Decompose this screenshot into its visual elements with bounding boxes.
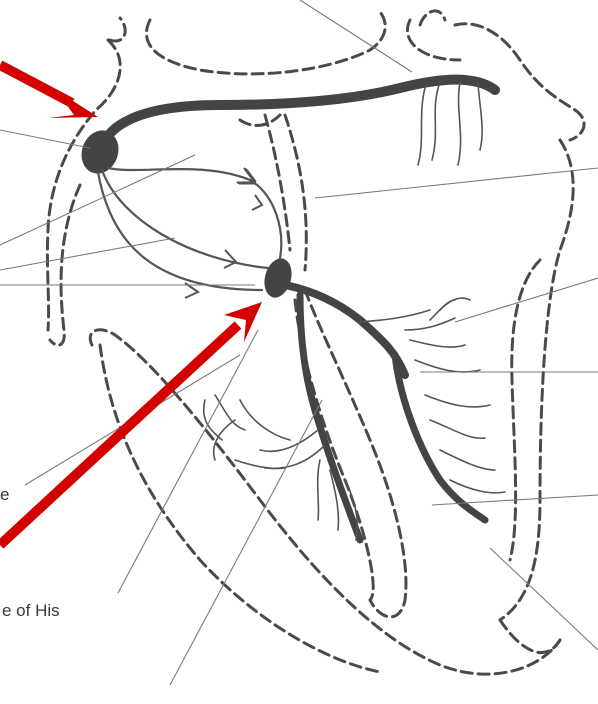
bundle-of-his-label: e of His — [2, 601, 60, 620]
red-arrow-icon — [0, 65, 98, 118]
red-arrow-icon — [0, 302, 262, 545]
left-cut-label: e — [0, 485, 9, 504]
av-node — [260, 255, 295, 300]
conduction-system — [76, 80, 505, 540]
